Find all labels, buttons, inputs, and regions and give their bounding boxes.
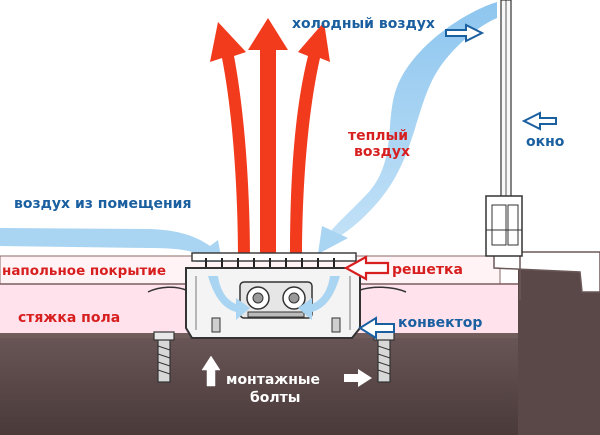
warm-air-arrow-left: [210, 22, 250, 258]
convector-arrow-icon: [358, 316, 395, 340]
ground-base: [0, 332, 520, 435]
bolts-arrow-up: [201, 355, 221, 387]
cold-air-arrow-icon: [445, 23, 485, 43]
window-arrow-icon: [521, 111, 557, 131]
cold-air-stream: [322, 2, 497, 248]
room-air-stream: [0, 228, 222, 262]
bolts-arrow-right: [344, 369, 372, 387]
convector-body: [147, 267, 407, 339]
bolts-label-line1: монтажные: [226, 372, 320, 388]
grille: [191, 252, 357, 262]
window-label: окно: [526, 134, 565, 150]
inner-airflow-arrows: [208, 276, 340, 320]
cold-air-label: холодный воздух: [292, 16, 435, 32]
bolts-label-line2: болты: [250, 390, 300, 406]
room-air-label: воздух из помещения: [14, 196, 191, 212]
bolt-left: [153, 331, 175, 383]
grille-arrow-icon: [343, 255, 390, 281]
grille-slats: [205, 258, 335, 268]
grille-label: решетка: [392, 262, 463, 278]
warm-air-label-line1: теплый: [348, 128, 408, 144]
warm-air-arrow-center: [248, 18, 288, 258]
floor-covering-label: напольное покрытие: [2, 263, 166, 279]
warm-air-arrow-right: [290, 22, 330, 258]
convector-label: конвектор: [398, 315, 482, 331]
warm-air-arrows: [210, 18, 330, 258]
window-frame: [485, 0, 523, 257]
warm-air-label-line2: воздух: [354, 144, 410, 160]
screed-label: стяжка пола: [18, 310, 120, 326]
